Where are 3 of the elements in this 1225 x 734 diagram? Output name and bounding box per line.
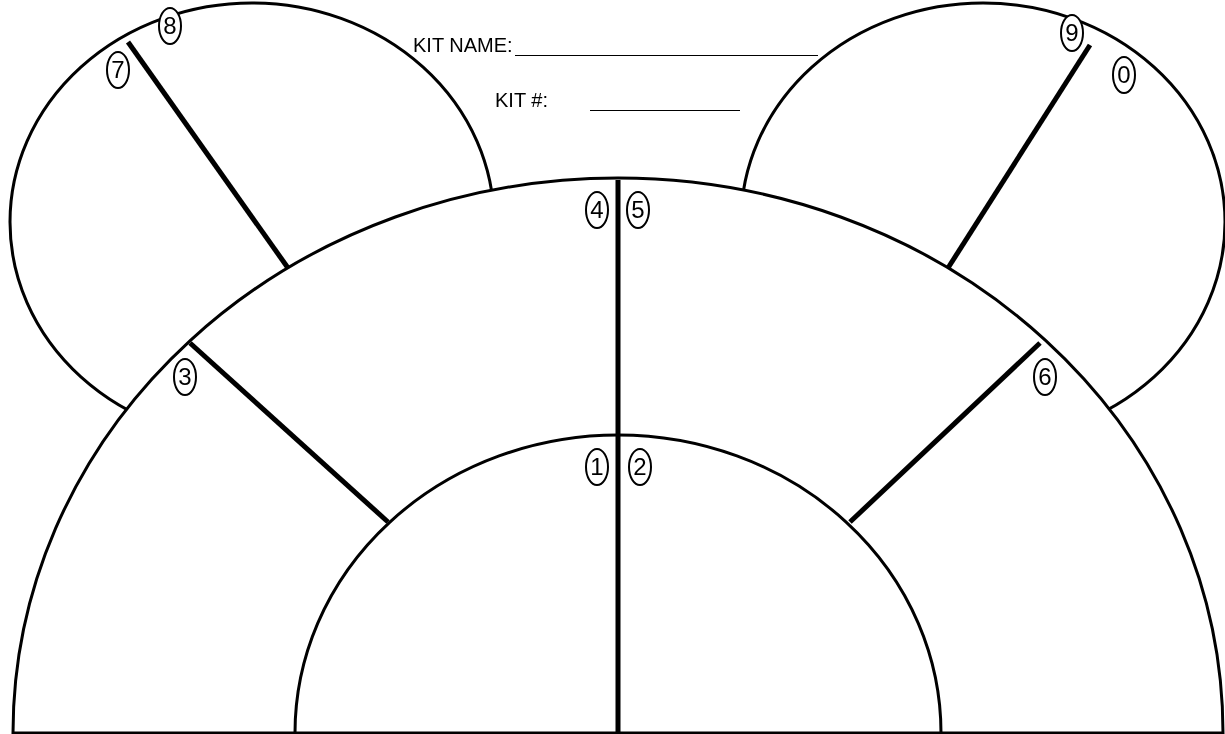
callout-number: 8 [158, 7, 182, 45]
field-label: KIT NAME: [413, 33, 513, 57]
field-label: KIT #: [495, 88, 548, 112]
